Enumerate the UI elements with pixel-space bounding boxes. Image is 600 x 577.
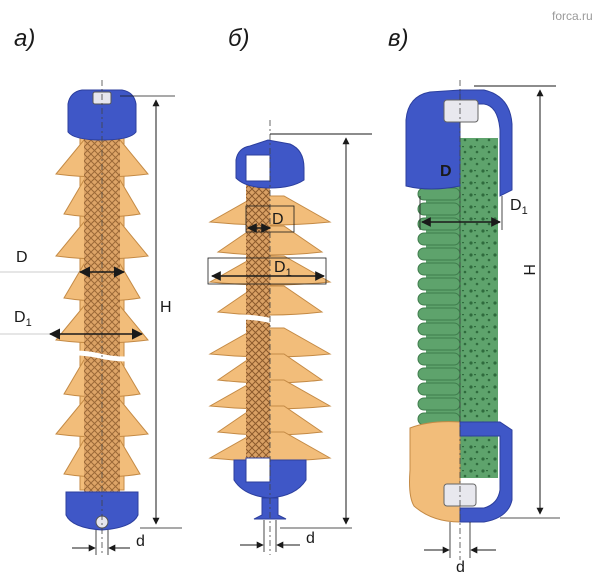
watermark-text: forca.ru <box>552 9 593 23</box>
rib-c <box>417 217 461 231</box>
dims-a: H D D1 d <box>0 95 182 555</box>
dim-d-label-b: D <box>272 211 284 228</box>
rib-c <box>417 202 461 216</box>
rib-c <box>417 352 461 366</box>
dim-h-label-a: H <box>160 299 172 316</box>
dim-d-label-a: D <box>16 249 28 266</box>
dim-d1-label-b: D1 <box>274 259 292 279</box>
rib-c <box>417 337 461 351</box>
top-cap-section-c <box>459 89 513 197</box>
dims-b: D D1 d <box>207 133 372 552</box>
dim-dsmall-label-a: d <box>136 533 145 550</box>
rib-c <box>417 292 461 306</box>
rib-c <box>417 232 461 246</box>
dim-d1-box-b <box>207 257 327 285</box>
dim-dsmall-label-b: d <box>306 530 315 547</box>
dim-d-label-c: D <box>440 163 452 180</box>
dim-d1-label-a: D1 <box>14 309 32 329</box>
bottom-cap-c <box>409 421 461 523</box>
dim-d1-label-c: D1 <box>510 197 528 217</box>
top-cap-slot-b <box>245 154 271 182</box>
insulator-a <box>47 80 156 555</box>
rib-c <box>417 277 461 291</box>
panel-label-a: а) <box>14 25 35 52</box>
rib-c <box>417 307 461 321</box>
rib-c <box>417 187 461 201</box>
dims-c: H D D1 d <box>419 85 560 576</box>
rib-c <box>417 247 461 261</box>
panel-label-c: в) <box>388 25 409 52</box>
break-line-b <box>209 314 326 326</box>
rib-c <box>417 397 461 411</box>
insulator-c <box>405 80 513 560</box>
bottom-cap-slot-b <box>245 457 271 483</box>
top-cap-a <box>67 89 137 141</box>
insulator-b <box>208 120 332 555</box>
dim-dsmall-label-c: d <box>456 559 465 576</box>
rib-c <box>417 322 461 336</box>
rib-c <box>417 367 461 381</box>
dim-h-label-c: H <box>520 264 537 276</box>
rib-c <box>417 262 461 276</box>
break-line-a <box>47 350 156 362</box>
cut-section-c <box>460 138 498 478</box>
rib-c <box>417 382 461 396</box>
top-bolt-c <box>443 99 479 123</box>
ribs-c <box>417 186 461 441</box>
panel-label-b: б) <box>228 25 250 52</box>
